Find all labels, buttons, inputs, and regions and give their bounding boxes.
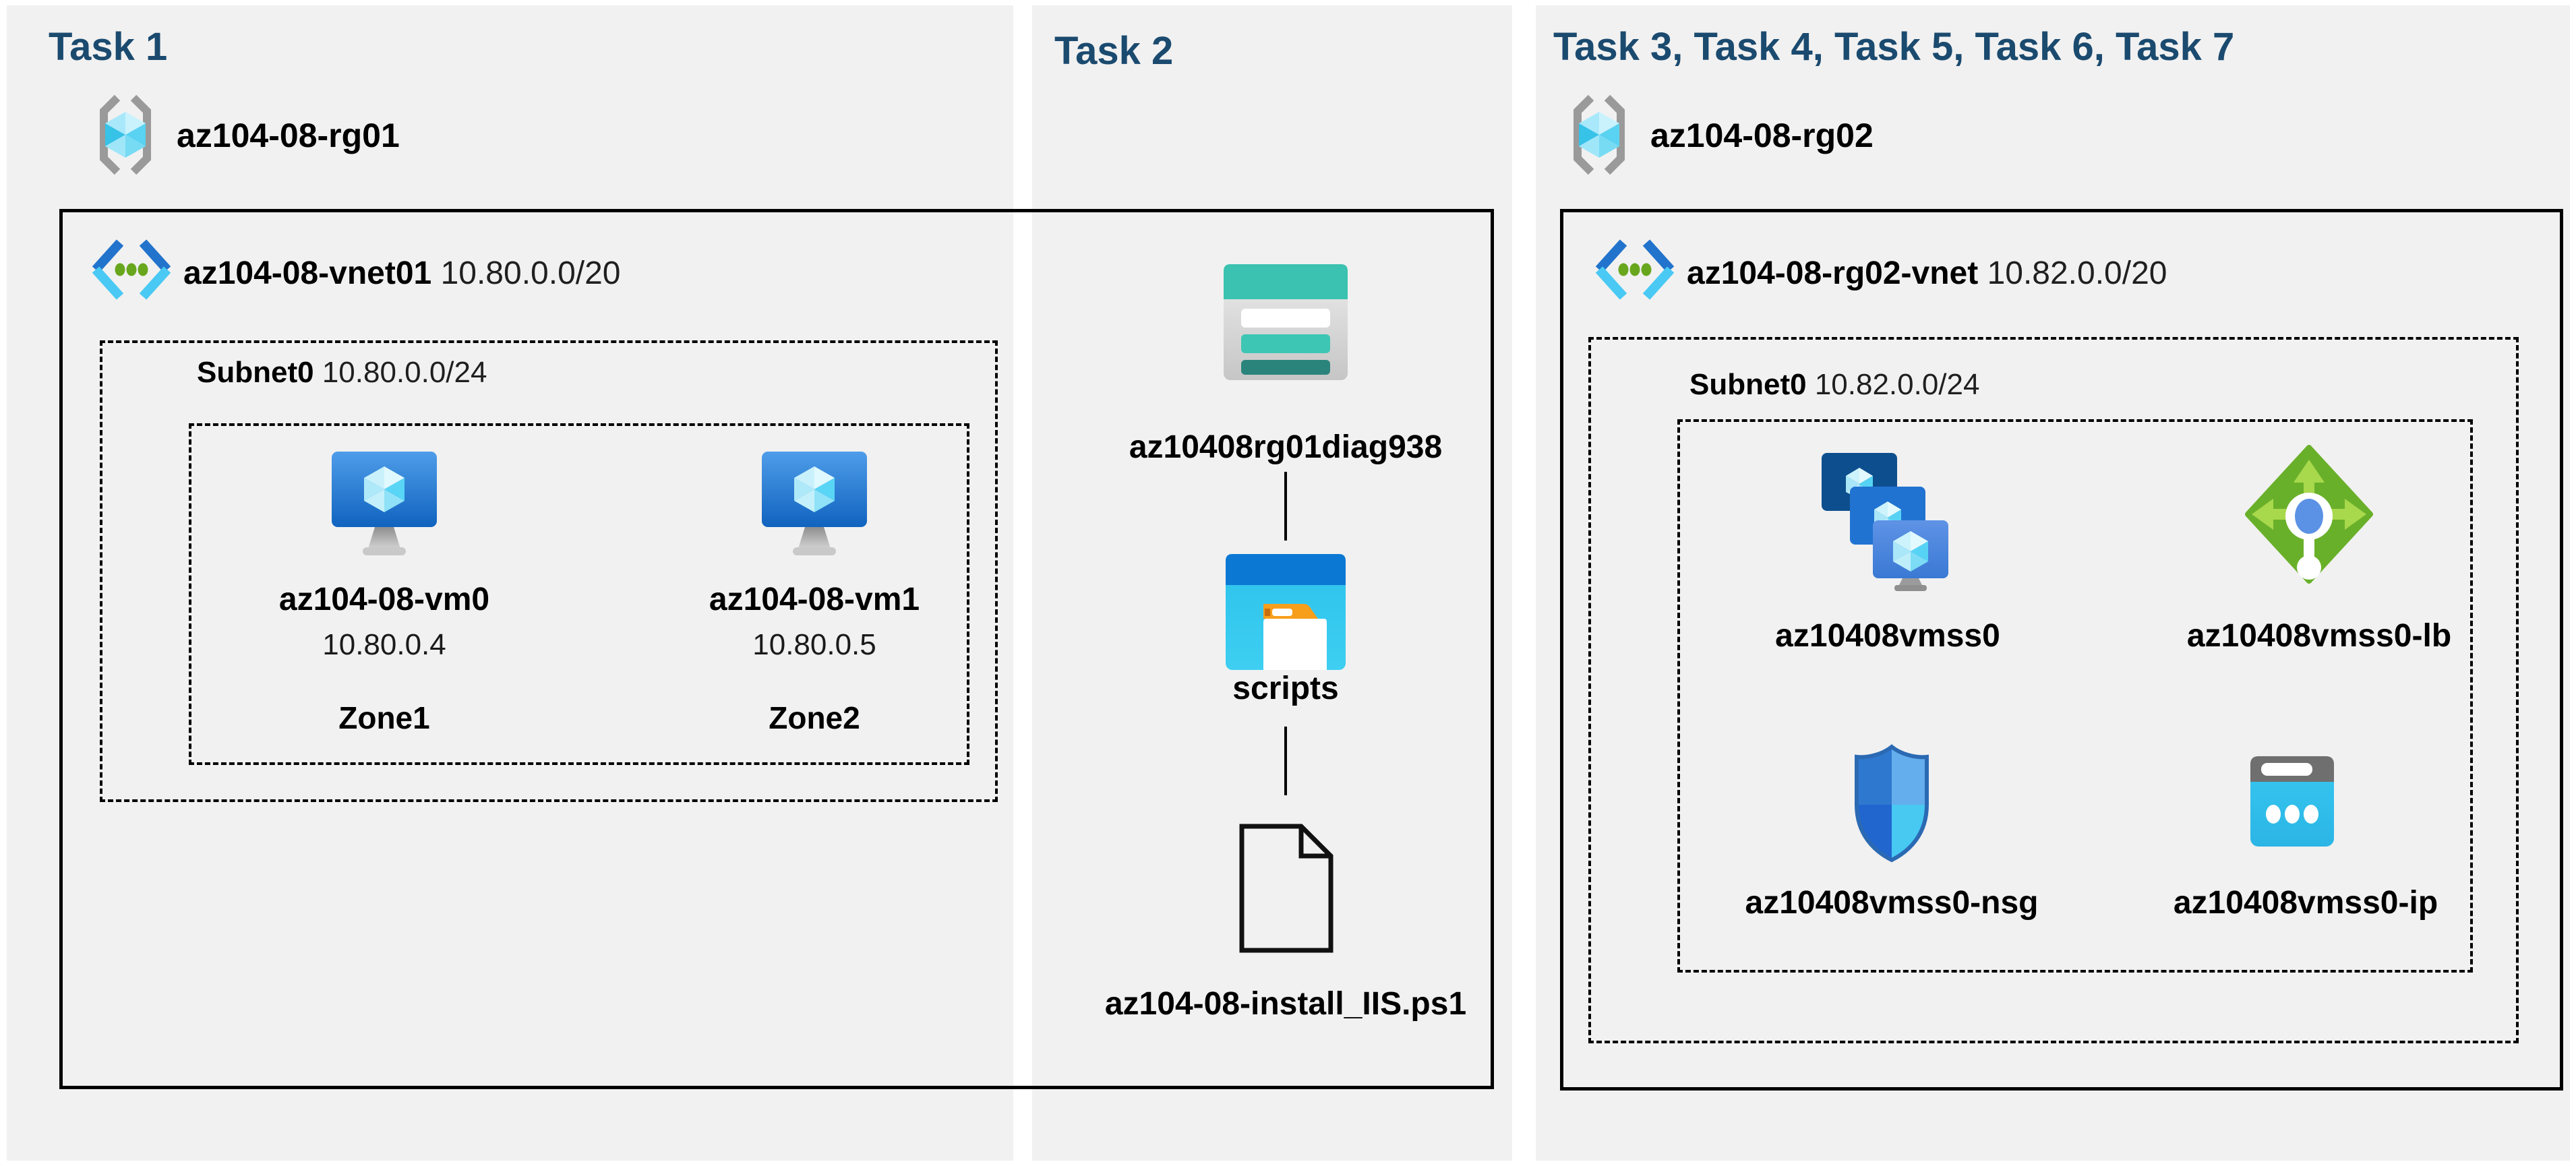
subnet0-box-task1 bbox=[100, 340, 998, 802]
script-file-label: az104-08-install_IIS.ps1 bbox=[1104, 986, 1467, 1022]
subnet0-label-task1: Subnet0 10.80.0.0/24 bbox=[197, 356, 487, 390]
task3-title: Task 3, Task 4, Task 5, Task 6, Task 7 bbox=[1553, 25, 2235, 69]
subnet0-name-task3: Subnet0 bbox=[1689, 368, 1807, 401]
rg02-label: az104-08-rg02 bbox=[1650, 117, 1874, 154]
vm0-zone: Zone1 bbox=[338, 700, 430, 735]
resource-group-icon bbox=[100, 94, 151, 175]
vm1-zone: Zone2 bbox=[769, 700, 860, 735]
shield-nsg-icon bbox=[1855, 744, 1929, 863]
nsg-label: az10408vmss0-nsg bbox=[1745, 885, 2039, 921]
subnet0-name-task1: Subnet0 bbox=[197, 356, 314, 389]
vnet1-name: az104-08-vnet01 bbox=[183, 255, 432, 291]
vm-group-box bbox=[189, 423, 969, 765]
vm0-name: az104-08-vm0 bbox=[278, 582, 490, 617]
connector-scripts-file bbox=[1284, 727, 1287, 795]
folder-container-icon bbox=[1226, 554, 1346, 670]
vm0-ip: 10.80.0.4 bbox=[322, 628, 446, 661]
vnet2-cidr: 10.82.0.0/20 bbox=[1987, 255, 2167, 291]
vm-scale-set-icon bbox=[1822, 453, 1948, 591]
subnet0-label-task3: Subnet0 10.82.0.0/24 bbox=[1689, 368, 1979, 402]
storage-account-icon bbox=[1224, 264, 1348, 380]
virtual-network-icon bbox=[1595, 239, 1675, 300]
vnet2-label: az104-08-rg02-vnet 10.82.0.0/20 bbox=[1687, 255, 2167, 292]
vmss-label: az10408vmss0 bbox=[1775, 618, 2000, 654]
subnet0-cidr-task1: 10.80.0.0/24 bbox=[322, 356, 487, 389]
public-ip-icon bbox=[2250, 756, 2334, 847]
rg01-boundary-box bbox=[59, 209, 1494, 1089]
vm1-ip: 10.80.0.5 bbox=[752, 628, 876, 661]
virtual-network-icon bbox=[92, 239, 171, 300]
rg02-boundary-box bbox=[1560, 209, 2563, 1091]
public-ip-label: az10408vmss0-ip bbox=[2173, 885, 2438, 921]
scripts-label: scripts bbox=[1232, 671, 1339, 706]
panel-task1 bbox=[7, 5, 1013, 1161]
panel-task3 bbox=[1536, 5, 2570, 1161]
virtual-machine-icon bbox=[332, 452, 437, 555]
load-balancer-label: az10408vmss0-lb bbox=[2186, 618, 2452, 654]
virtual-machine-icon bbox=[762, 452, 867, 555]
subnet0-box-task3 bbox=[1588, 337, 2519, 1043]
vm1-name: az104-08-vm1 bbox=[709, 582, 920, 617]
rg01-label: az104-08-rg01 bbox=[177, 117, 400, 154]
resource-group-icon bbox=[1574, 94, 1625, 175]
vmss-group-box bbox=[1677, 419, 2473, 973]
vnet1-label: az104-08-vnet01 10.80.0.0/20 bbox=[183, 255, 620, 292]
connector-storage-scripts bbox=[1284, 472, 1287, 541]
vnet2-name: az104-08-rg02-vnet bbox=[1687, 255, 1979, 291]
vnet1-cidr: 10.80.0.0/20 bbox=[440, 255, 621, 291]
file-document-icon bbox=[1239, 824, 1334, 953]
load-balancer-icon bbox=[2245, 445, 2373, 584]
storage-account-label: az10408rg01diag938 bbox=[1129, 429, 1443, 465]
task2-title: Task 2 bbox=[1054, 29, 1174, 73]
subnet0-cidr-task3: 10.82.0.0/24 bbox=[1814, 368, 1980, 401]
task1-title: Task 1 bbox=[49, 25, 168, 69]
